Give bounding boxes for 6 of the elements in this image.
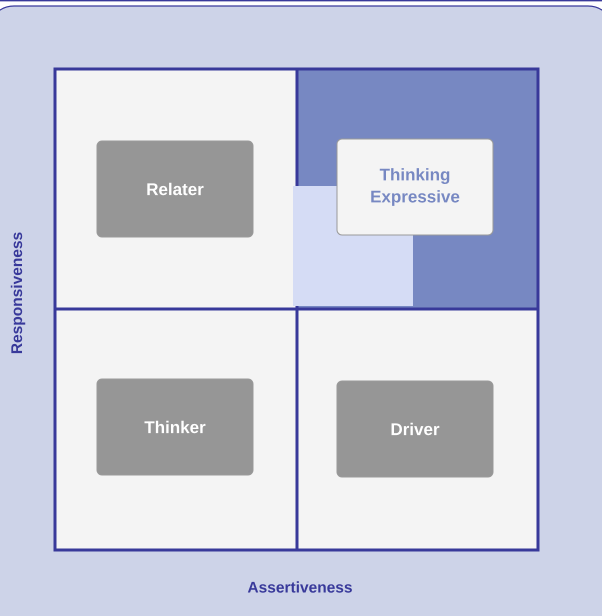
label-box: Thinker — [96, 378, 254, 476]
axis-label: Assertiveness — [248, 581, 352, 593]
axis-label: Responsiveness — [10, 232, 26, 354]
label-box: Thinking Expressive — [336, 138, 494, 236]
label-box: Relater — [96, 140, 254, 238]
label-box: Driver — [336, 380, 494, 478]
